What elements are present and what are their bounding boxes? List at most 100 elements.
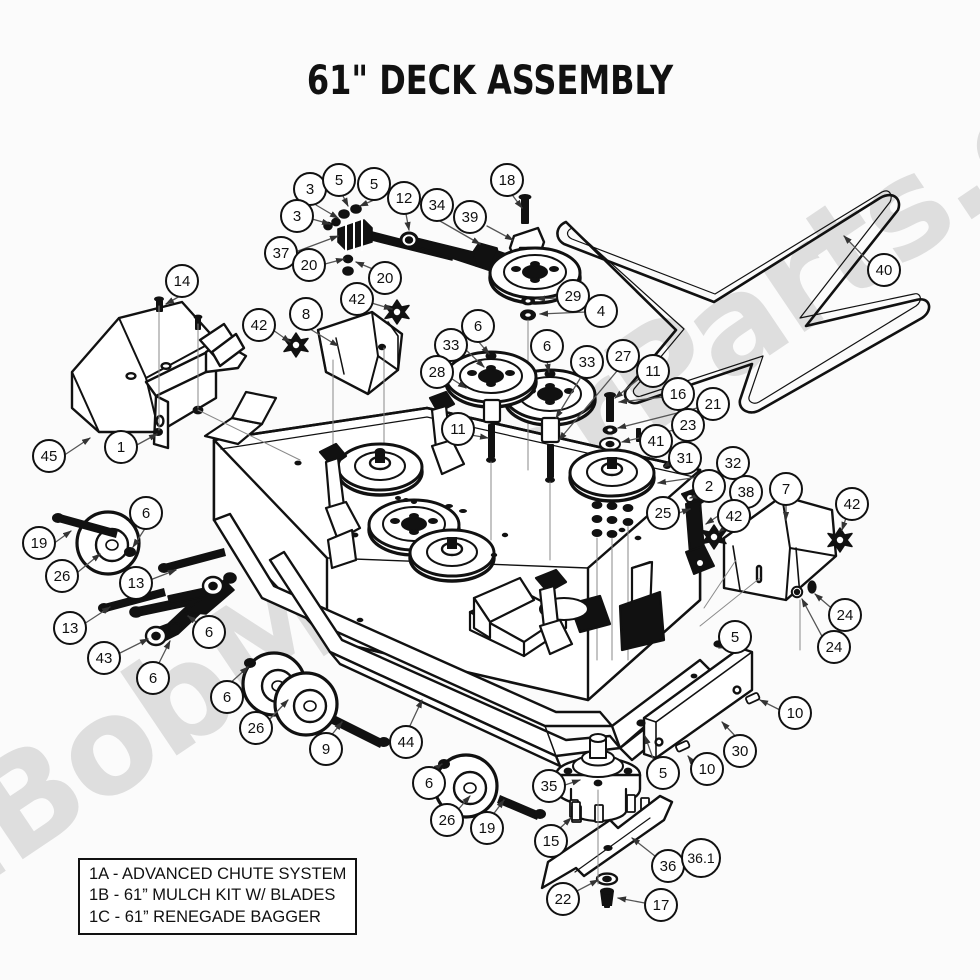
callout-label: 26 xyxy=(53,567,71,585)
legend-line-1a: 1A - ADVANCED CHUTE SYSTEM xyxy=(89,865,347,883)
callout-6[interactable]: 6 xyxy=(412,766,446,800)
callout-26[interactable]: 26 xyxy=(430,803,464,837)
callout-33[interactable]: 33 xyxy=(570,345,604,379)
callout-17[interactable]: 17 xyxy=(644,888,678,922)
callout-12[interactable]: 12 xyxy=(387,181,421,215)
callout-label: 41 xyxy=(647,432,665,450)
callout-label: 13 xyxy=(61,619,79,637)
callout-20[interactable]: 20 xyxy=(292,248,326,282)
callout-34[interactable]: 34 xyxy=(420,188,454,222)
callout-label: 7 xyxy=(781,480,791,498)
callout-44[interactable]: 44 xyxy=(389,725,423,759)
callout-5[interactable]: 5 xyxy=(718,620,752,654)
callout-42[interactable]: 42 xyxy=(242,308,276,342)
callout-36[interactable]: 36 xyxy=(651,849,685,883)
callout-label: 13 xyxy=(127,574,145,592)
callout-label: 10 xyxy=(698,760,716,778)
callout-label: 4 xyxy=(596,302,606,320)
callout-3[interactable]: 3 xyxy=(280,199,314,233)
callout-label: 26 xyxy=(247,719,265,737)
callout-label: 42 xyxy=(725,507,743,525)
callout-13[interactable]: 13 xyxy=(119,566,153,600)
callout-label: 16 xyxy=(669,385,687,403)
callout-6[interactable]: 6 xyxy=(129,496,163,530)
callout-24[interactable]: 24 xyxy=(817,630,851,664)
callout-27[interactable]: 27 xyxy=(606,339,640,373)
callout-label: 34 xyxy=(428,196,446,214)
option-legend-box: 1A - ADVANCED CHUTE SYSTEM 1B - 61” MULC… xyxy=(78,858,358,936)
callout-label: 6 xyxy=(542,337,552,355)
callout-6[interactable]: 6 xyxy=(530,329,564,363)
callout-15[interactable]: 15 xyxy=(534,824,568,858)
callout-45[interactable]: 45 xyxy=(32,439,66,473)
callout-label: 42 xyxy=(250,316,268,334)
callout-label: 15 xyxy=(542,832,560,850)
callout-40[interactable]: 40 xyxy=(867,253,901,287)
callout-label: 39 xyxy=(461,208,479,226)
callout-6[interactable]: 6 xyxy=(192,615,226,649)
callout-6[interactable]: 6 xyxy=(210,680,244,714)
callout-43[interactable]: 43 xyxy=(87,641,121,675)
callout-label: 25 xyxy=(654,504,672,522)
callout-label: 5 xyxy=(658,764,668,782)
callout-22[interactable]: 22 xyxy=(546,882,580,916)
callout-24[interactable]: 24 xyxy=(828,598,862,632)
callout-4[interactable]: 4 xyxy=(584,294,618,328)
callout-16[interactable]: 16 xyxy=(661,377,695,411)
callout-20[interactable]: 20 xyxy=(368,261,402,295)
callout-31[interactable]: 31 xyxy=(668,441,702,475)
callout-9[interactable]: 9 xyxy=(309,732,343,766)
callout-10[interactable]: 10 xyxy=(690,752,724,786)
callout-11[interactable]: 11 xyxy=(441,412,475,446)
callout-6[interactable]: 6 xyxy=(136,661,170,695)
callout-1[interactable]: 1 xyxy=(104,430,138,464)
callout-label: 19 xyxy=(478,819,496,837)
legend-line-1b: 1B - 61” MULCH KIT W/ BLADES xyxy=(89,886,336,905)
callout-18[interactable]: 18 xyxy=(490,163,524,197)
callout-42[interactable]: 42 xyxy=(717,499,751,533)
callout-5[interactable]: 5 xyxy=(646,756,680,790)
callout-10[interactable]: 10 xyxy=(778,696,812,730)
callout-label: 9 xyxy=(321,740,331,758)
callout-14[interactable]: 14 xyxy=(165,264,199,298)
callout-35[interactable]: 35 xyxy=(532,769,566,803)
callout-26[interactable]: 26 xyxy=(239,711,273,745)
callout-39[interactable]: 39 xyxy=(453,200,487,234)
callout-label: 6 xyxy=(222,688,232,706)
callout-label: 42 xyxy=(348,290,366,308)
callout-5[interactable]: 5 xyxy=(357,167,391,201)
callout-7[interactable]: 7 xyxy=(769,472,803,506)
callout-label: 36 xyxy=(659,857,677,875)
callout-label: 36.1 xyxy=(687,850,715,866)
callout-23[interactable]: 23 xyxy=(671,408,705,442)
callout-label: 35 xyxy=(540,777,558,795)
callout-label: 33 xyxy=(442,336,460,354)
callout-label: 14 xyxy=(173,272,191,290)
callout-label: 6 xyxy=(473,317,483,335)
callout-2[interactable]: 2 xyxy=(692,469,726,503)
callout-label: 22 xyxy=(554,890,572,908)
callout-13[interactable]: 13 xyxy=(53,611,87,645)
page-title: 61" DECK ASSEMBLY xyxy=(306,58,674,104)
callout-label: 40 xyxy=(875,261,893,279)
callout-label: 6 xyxy=(424,774,434,792)
callout-25[interactable]: 25 xyxy=(646,496,680,530)
callout-19[interactable]: 19 xyxy=(470,811,504,845)
callout-label: 6 xyxy=(141,504,151,522)
callout-26[interactable]: 26 xyxy=(45,559,79,593)
callout-28[interactable]: 28 xyxy=(420,355,454,389)
callout-30[interactable]: 30 xyxy=(723,734,757,768)
callout-label: 5 xyxy=(369,175,379,193)
callout-42[interactable]: 42 xyxy=(835,487,869,521)
callout-19[interactable]: 19 xyxy=(22,526,56,560)
callout-label: 45 xyxy=(40,447,58,465)
callout-5[interactable]: 5 xyxy=(322,163,356,197)
callout-42[interactable]: 42 xyxy=(340,282,374,316)
callout-8[interactable]: 8 xyxy=(289,297,323,331)
legend-line-1c: 1C - 61” RENEGADE BAGGER xyxy=(89,907,321,926)
callout-6[interactable]: 6 xyxy=(461,309,495,343)
callout-label: 20 xyxy=(300,256,318,274)
callout-36-1[interactable]: 36.1 xyxy=(681,838,721,878)
callout-label: 3 xyxy=(305,180,315,198)
